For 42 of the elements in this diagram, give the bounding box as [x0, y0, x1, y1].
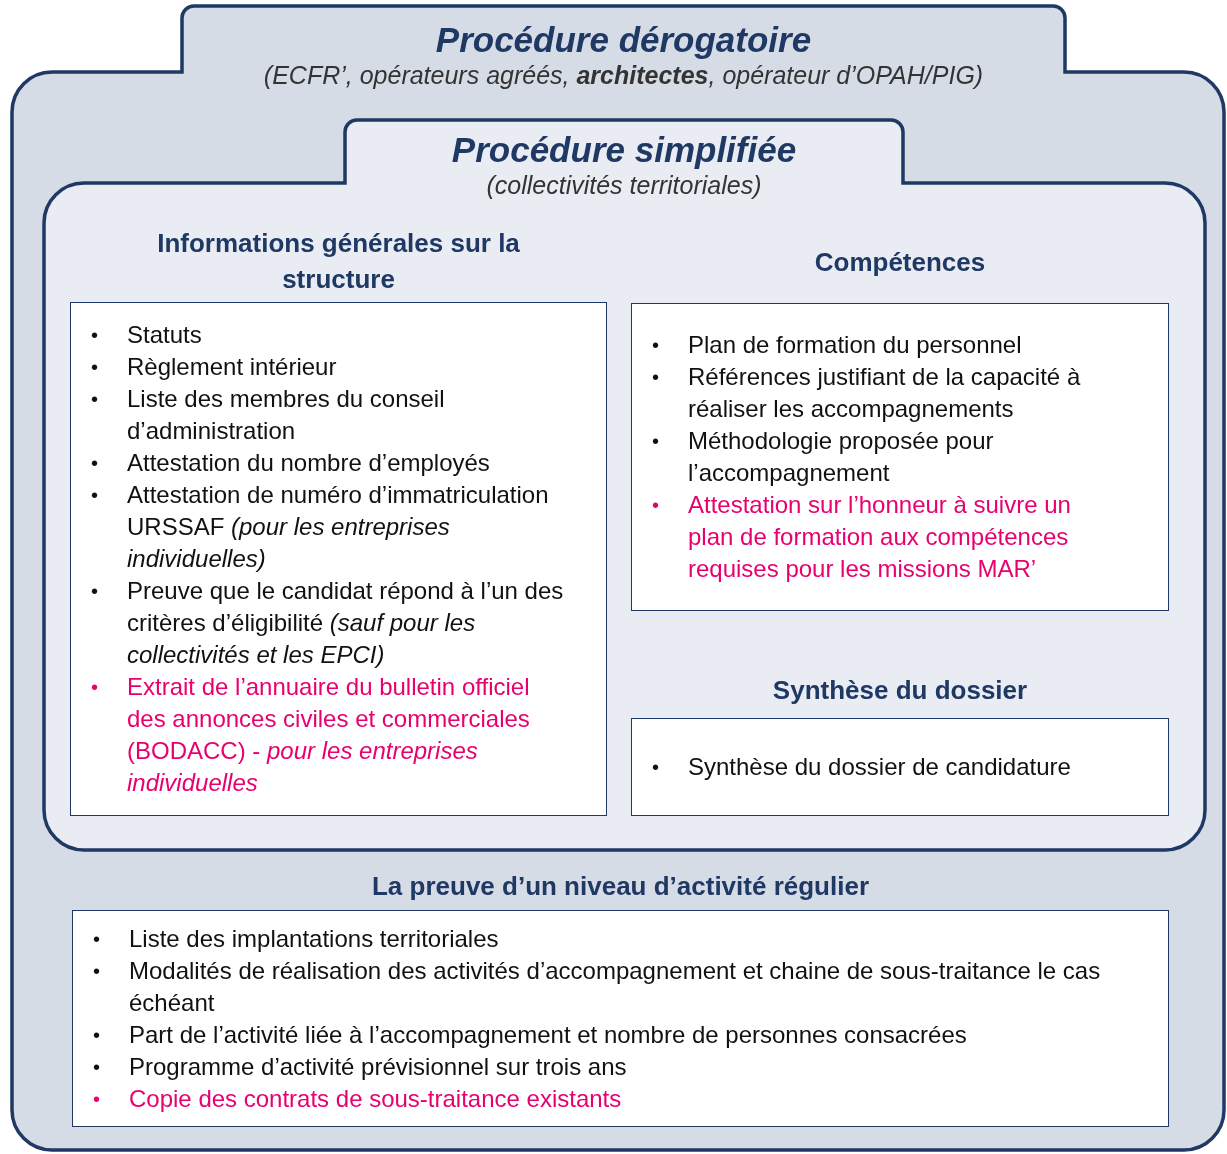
panel-title: Procédure simplifiée — [451, 130, 797, 171]
panel-subtitle: (ECFR’, opérateurs agréés, architectes, opérateur d’OPAH/PIG) — [263, 60, 984, 91]
list-item: Synthèse du dossier de candidature — [688, 752, 1072, 782]
bullet: • — [91, 451, 99, 476]
bullet: • — [93, 1086, 101, 1112]
panel-subtitle: (collectivités territoriales) — [486, 170, 762, 201]
list-item: Méthodologie proposée pour l’accompagnement — [688, 426, 995, 488]
bullet: • — [652, 429, 660, 454]
section-heading: Synthèse du dossier — [771, 674, 1029, 707]
bullet: • — [93, 926, 101, 952]
bullet: • — [652, 333, 660, 358]
list-item: Attestation sur l’honneur à suivre un plan de formation aux compétences requises pour les missions MAR’ — [688, 490, 1072, 584]
list-item: Programme d’activité prévisionnel sur trois ans — [129, 1051, 628, 1082]
bullet: • — [91, 483, 99, 508]
list-item: Liste des implantations territoriales — [129, 923, 500, 954]
bullet: • — [93, 958, 101, 984]
bullet: • — [91, 355, 99, 380]
list-item: Règlement intérieur — [127, 352, 338, 382]
list-item: Copie des contrats de sous-traitance existants — [129, 1083, 623, 1114]
bullet: • — [652, 493, 660, 518]
list-item: Preuve que le candidat répond à l’un des critères d’éligibilité (sauf pour les collectivités et les EPCI) — [127, 576, 565, 670]
section-heading: Informations générales sur la structure — [156, 227, 521, 296]
bullet: • — [91, 323, 99, 348]
bullet: • — [652, 365, 660, 390]
list-item: Modalités de réalisation des activités d’accompagnement et chaine de sous-traitance le cas échéant — [129, 955, 1102, 1018]
bullet: • — [91, 675, 99, 700]
section-heading: Compétences — [813, 245, 987, 279]
list-item: Extrait de l’annuaire du bulletin officiel des annonces civiles et commerciales (BODACC) - pour les entreprises individuelles — [127, 672, 531, 798]
list-item: Attestation du nombre d’employés — [127, 448, 491, 478]
bullet: • — [91, 387, 99, 412]
list-item: Plan de formation du personnel — [688, 330, 1023, 360]
list-item: Part de l’activité liée à l’accompagnement et nombre de personnes consacrées — [129, 1019, 968, 1050]
panel-title: Procédure dérogatoire — [435, 20, 812, 61]
bullet: • — [93, 1054, 101, 1080]
bullet: • — [93, 1022, 101, 1048]
bullet: • — [91, 579, 99, 604]
list-item: Références justifiant de la capacité à réaliser les accompagnements — [688, 362, 1082, 424]
list-item: Liste des membres du conseil d’administration — [127, 384, 446, 446]
list-item: Attestation de numéro d’immatriculation URSSAF (pour les entreprises individuelles) — [127, 480, 550, 574]
bullet: • — [652, 755, 660, 780]
list-item: Statuts — [127, 320, 203, 350]
section-heading: La preuve d’un niveau d’activité régulier — [370, 870, 870, 903]
